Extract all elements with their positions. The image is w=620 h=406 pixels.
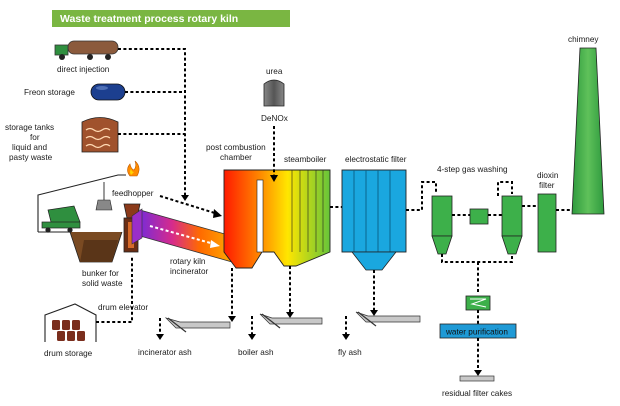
drums-icon <box>52 320 85 341</box>
label-storage-tanks-2: for <box>30 133 40 142</box>
label-urea: urea <box>266 67 283 76</box>
arrow-denox <box>270 175 278 182</box>
label-chimney: chimney <box>568 35 599 44</box>
arrow-to-kiln <box>213 209 222 218</box>
bunker-building <box>37 174 126 263</box>
label-drum-storage: drum storage <box>44 349 93 358</box>
label-rotary-kiln-1: rotary kiln <box>170 257 206 266</box>
arrow-incinerator-ash <box>228 316 236 322</box>
label-bunker-2: solid waste <box>82 279 123 288</box>
title-bar <box>52 10 290 27</box>
arrow-to-cakes <box>474 370 482 376</box>
filter-cakes-tray <box>459 375 495 382</box>
diagram-title: Waste treatment process rotary kiln <box>60 13 238 25</box>
flow-direct-injection <box>118 48 186 196</box>
label-direct-injection: direct injection <box>57 65 110 74</box>
label-fly-ash: fly ash <box>338 348 362 357</box>
arrow-inside-kiln <box>210 240 220 248</box>
arrow-fly-ash-down <box>342 334 350 340</box>
label-electrostatic-filter: electrostatic filter <box>345 155 407 164</box>
electrostatic-filter <box>341 169 407 271</box>
label-post-combustion-2: chamber <box>220 153 252 162</box>
label-steamboiler: steamboiler <box>284 155 327 164</box>
label-storage-tanks-3: liquid and <box>12 143 47 152</box>
flow-drum-elevator <box>96 256 133 323</box>
flow-filter-to-washer <box>406 181 437 211</box>
freon-tank-icon <box>90 83 126 101</box>
flow-inside-kiln <box>149 225 215 245</box>
rotary-kiln <box>131 208 233 263</box>
gas-washer-1 <box>431 195 453 255</box>
label-water-purification: water purification <box>445 328 508 337</box>
flow-washer-top <box>497 181 513 196</box>
chimney <box>571 47 605 215</box>
arrow-boiler-ash-down <box>248 334 256 340</box>
label-dioxin-2: filter <box>539 181 555 190</box>
arrow-fly-ash <box>370 310 378 316</box>
incinerator-ash-conveyor <box>164 317 231 333</box>
arrow-boiler-ash <box>286 312 294 318</box>
label-bunker-1: bunker for <box>82 269 119 278</box>
label-freon-storage: Freon storage <box>24 88 75 97</box>
label-denox: DeNOx <box>261 114 288 123</box>
label-storage-tanks-4: pasty waste <box>9 153 53 162</box>
tanker-truck-icon <box>54 40 119 60</box>
urea-tank-icon <box>263 79 285 107</box>
liquid-storage-tank-icon <box>81 117 119 153</box>
filter-press-icon <box>465 295 491 311</box>
label-storage-tanks-1: storage tanks <box>5 123 54 132</box>
label-incinerator-ash: incinerator ash <box>138 348 192 357</box>
arrow-incinerator-ash-down <box>156 334 164 340</box>
flow-to-kiln <box>159 195 219 215</box>
label-boiler-ash: boiler ash <box>238 348 274 357</box>
label-feedhopper: feedhopper <box>112 189 154 198</box>
boiler-ash-conveyor <box>259 313 323 329</box>
label-gas-washing: 4-step gas washing <box>437 165 508 174</box>
flame-icon <box>127 160 140 177</box>
post-combustion-chamber <box>223 169 331 269</box>
label-drum-elevator: drum elevator <box>98 303 148 312</box>
grab-crane-icon <box>95 182 113 211</box>
fly-ash-conveyor <box>355 311 421 327</box>
flow-washer-bottom <box>441 254 513 263</box>
label-post-combustion-1: post combustion <box>206 143 266 152</box>
drum-storage-building <box>44 303 97 342</box>
label-dioxin-1: dioxin <box>537 171 559 180</box>
dioxin-filter <box>537 193 557 253</box>
dump-truck-icon <box>41 205 81 233</box>
gas-washer-3 <box>501 195 523 255</box>
arrow-down-injection <box>181 195 189 201</box>
gas-washer-2 <box>469 208 489 225</box>
label-residual-filter-cakes: residual filter cakes <box>442 389 512 398</box>
label-rotary-kiln-2: incinerator <box>170 267 209 276</box>
